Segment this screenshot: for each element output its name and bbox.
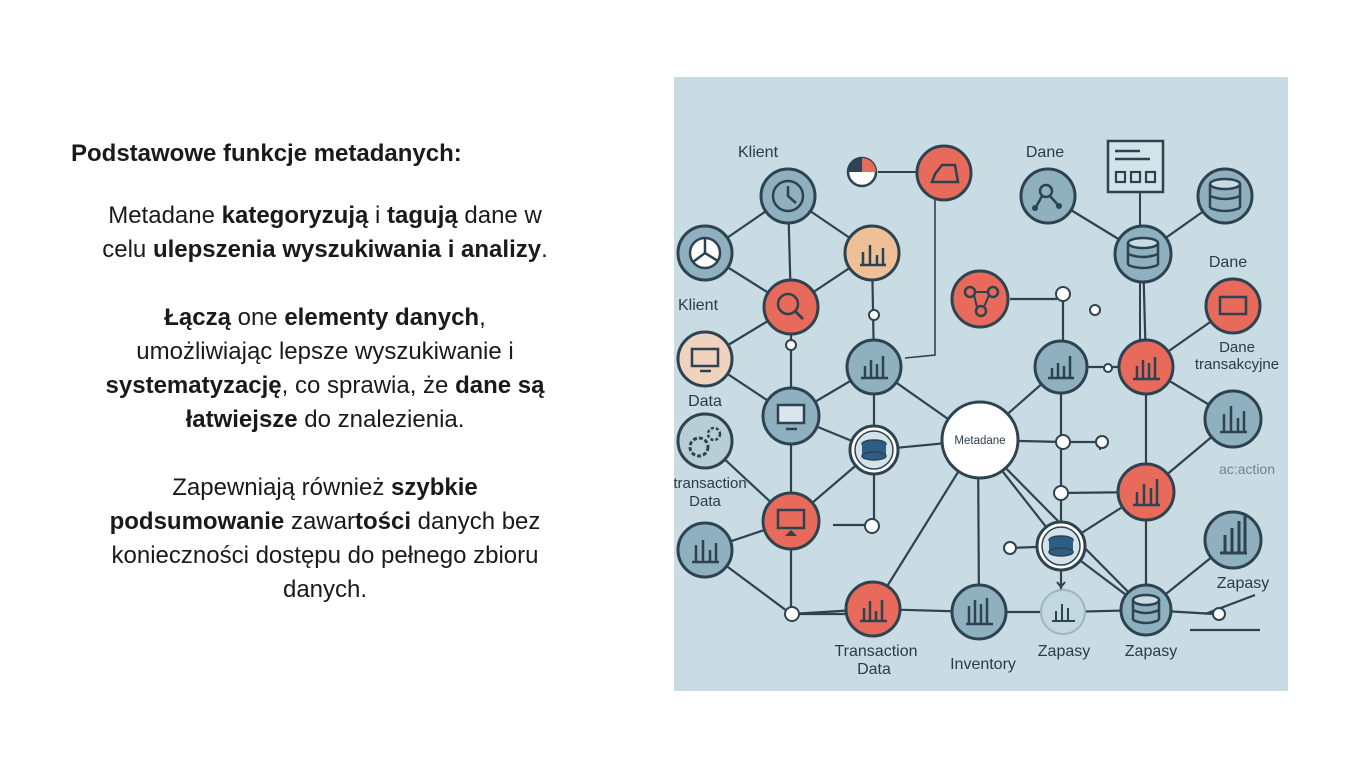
bar-chart-icon [1220,515,1247,555]
node-clock [759,167,817,225]
bar-chart-icon [692,540,719,564]
node-red-bars-right [1116,462,1176,522]
database-icon [1208,177,1242,191]
center-label: Metadane [954,435,1005,447]
connector-dots [784,286,1226,622]
paragraph-categorize: Metadane kategoryzują i tagują dane w ce… [102,202,548,263]
label-klient-left: Klient [678,297,719,314]
node-bars-mid [845,338,903,396]
folder-icon [930,163,960,184]
monitor-icon [776,508,806,530]
label-dane-top: Dane [1026,144,1064,161]
paragraph-summary: Zapewniają również szybkie podsumowanie … [109,474,541,603]
label-transaction-bottom-2: Data [857,661,891,678]
database-icon [1131,593,1161,607]
node-bars-center-right [1033,339,1089,395]
network-icon [1038,183,1054,199]
label-transaction-bottom-1: Transaction [835,643,918,660]
page-heading: Podstawowe funkcje metadanych: [71,140,462,167]
label-dane-transakcyjne-2: transakcyjne [1195,356,1279,373]
label-data: Data [688,393,722,410]
bar-chart-icon [1048,356,1074,380]
node-monitor-blue [761,386,821,446]
table-icon [1106,139,1165,194]
bar-chart-icon [1133,357,1160,381]
gear-icon [688,436,710,458]
label-zapasy-bottom-1: Zapasy [1038,643,1090,660]
pie-chart-icon [862,158,876,172]
connector-line [904,170,936,359]
node-red-monitor [761,491,821,551]
node-zapasy-faded [1040,589,1086,635]
node-bars-left [676,521,734,579]
node-red-share [950,269,1010,329]
node-dane-top [1019,167,1077,225]
database-icon [1126,236,1160,250]
monitor-icon [690,347,720,368]
node-bars-action [1203,389,1263,449]
node-pie [676,224,734,282]
bar-chart-icon [1220,406,1247,434]
node-small-pie [846,156,878,188]
body-text: Metadane kategoryzują i tagują dane w ce… [96,199,554,641]
label-inventory: Inventory [950,656,1016,673]
node-red-bars-bottom [844,580,902,638]
label-dane-right: Dane [1209,254,1247,271]
label-action: ac:action [1219,461,1275,477]
label-zapasy-right: Zapasy [1217,575,1269,592]
node-metadane-center: Metadane [940,400,1020,480]
label-transaction-left-2: Data [689,493,721,510]
node-red-bars-transakcyjne [1117,338,1175,396]
bar-chart-icon [966,598,993,626]
node-red-search [762,278,820,336]
label-transaction-left-1: transaction [674,475,747,492]
bar-chart-icon [1133,479,1160,507]
metadata-network-illustration: Metadane [674,77,1288,691]
label-klient-top: Klient [738,144,779,161]
node-database-small [848,424,900,476]
node-table-icon [1106,139,1165,194]
diagram-labels: Klient Klient Dane Dane Dane transakcyjn… [674,144,1279,678]
label-dane-transakcyjne-1: Dane [1219,339,1255,356]
bar-chart-icon [860,245,886,267]
node-database-mid-right [1113,224,1173,284]
node-bars-zapasy [1203,510,1263,570]
monitor-icon [776,403,806,425]
clock-icon [771,179,805,213]
bar-chart-icon [1052,604,1075,622]
paragraph-connect: Łączą one elementy danych, umożliwiając … [105,304,545,433]
node-monitor-peach [676,330,734,388]
window-icon [1218,295,1248,316]
node-peach-bars [843,224,901,282]
bar-chart-icon [860,600,887,623]
node-db-bottom-right [1119,583,1173,637]
label-zapasy-bottom-2: Zapasy [1125,643,1177,660]
node-database-lower [1035,520,1087,589]
node-inventory [950,583,1008,641]
node-red-clock-top [915,144,973,202]
node-red-dane [1204,277,1262,335]
node-gears [676,412,734,470]
bar-chart-icon [861,356,888,380]
node-database-top-right [1196,167,1254,225]
magnifier-icon [776,292,800,316]
